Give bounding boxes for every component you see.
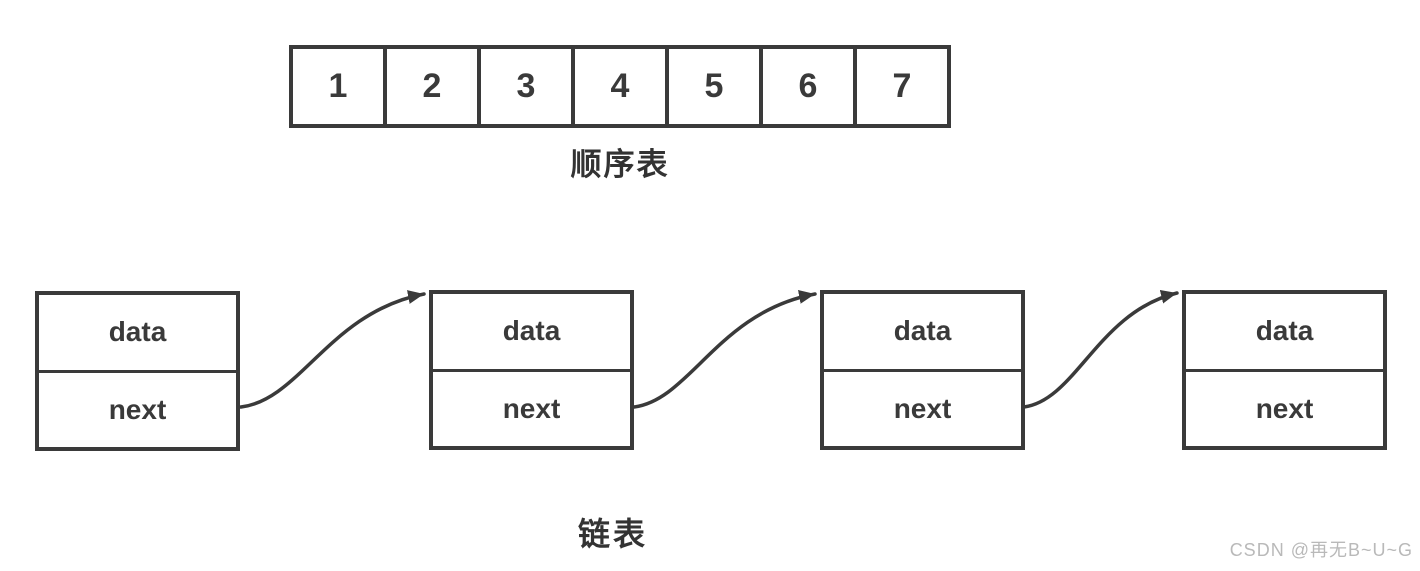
node-next-field: next xyxy=(893,392,952,424)
array-cell: 6 xyxy=(759,45,857,128)
linked-list-node: data next xyxy=(429,290,634,450)
node-data-field: data xyxy=(433,294,630,372)
next-pointer-arrow-3 xyxy=(1022,289,1179,409)
node-data-field: data xyxy=(1186,294,1383,372)
watermark: CSDN @再无B~U~G xyxy=(1229,540,1413,560)
next-pointer-arrow-1 xyxy=(239,290,426,409)
linked-list-label: 链表 xyxy=(578,516,649,552)
sequential-list-array: 1 2 3 4 5 6 7 xyxy=(289,45,951,128)
linked-list-node: data next xyxy=(820,290,1025,450)
array-cell: 1 xyxy=(289,45,387,128)
array-cell: 7 xyxy=(853,45,951,128)
array-cell: 4 xyxy=(571,45,669,128)
next-pointer-arrow-2 xyxy=(632,290,817,409)
array-cell: 2 xyxy=(383,45,481,128)
array-cell: 5 xyxy=(665,45,763,128)
array-cell: 3 xyxy=(477,45,575,128)
node-next-field: next xyxy=(108,393,167,425)
node-next-field: next xyxy=(1255,392,1314,424)
node-next-field: next xyxy=(502,392,561,424)
linked-list-node: data next xyxy=(1182,290,1387,450)
node-data-field: data xyxy=(39,295,236,373)
node-data-field: data xyxy=(824,294,1021,372)
linked-list-node: data next xyxy=(35,291,240,451)
sequential-list-label: 顺序表 xyxy=(570,147,670,182)
